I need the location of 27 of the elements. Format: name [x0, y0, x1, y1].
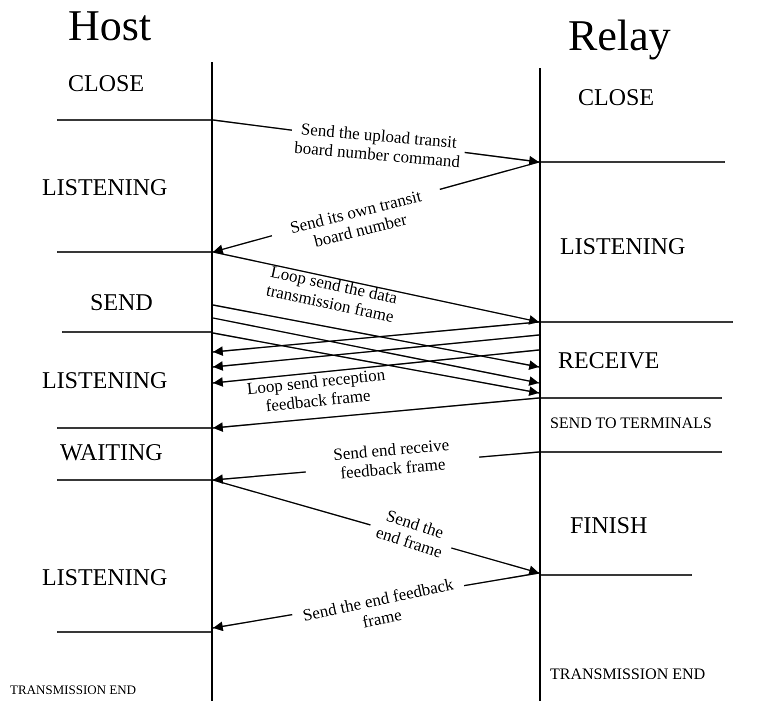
arrow [212, 321, 540, 356]
state-label: LISTENING [42, 566, 168, 590]
state-label: WAITING [60, 441, 163, 465]
state-label: SEND TO TERMINALS [550, 416, 712, 432]
state-label: SEND [90, 291, 153, 315]
edge-label: Loop send the data transmission frame [264, 261, 400, 328]
state-label: CLOSE [578, 86, 654, 110]
state-label: CLOSE [68, 72, 144, 96]
lifeline-title: Host [68, 2, 152, 50]
state-label: LISTENING [42, 176, 168, 200]
state-label: TRANSMISSION END [550, 667, 706, 683]
arrow [212, 332, 540, 396]
arrow [212, 317, 540, 386]
state-label: RECEIVE [558, 349, 660, 373]
arrow [212, 349, 540, 387]
edge-label: Loop send reception feedback frame [245, 364, 387, 418]
state-label: LISTENING [560, 235, 686, 259]
state-label: FINISH [570, 514, 648, 538]
arrow [212, 304, 540, 370]
lifeline [539, 68, 541, 701]
lifeline [211, 62, 213, 701]
arrow [212, 334, 540, 371]
lifeline-title: Relay [568, 12, 671, 60]
arrow [212, 251, 540, 325]
arrow [212, 397, 540, 432]
state-label: LISTENING [42, 369, 168, 393]
state-label: TRANSMISSION END [10, 683, 136, 696]
